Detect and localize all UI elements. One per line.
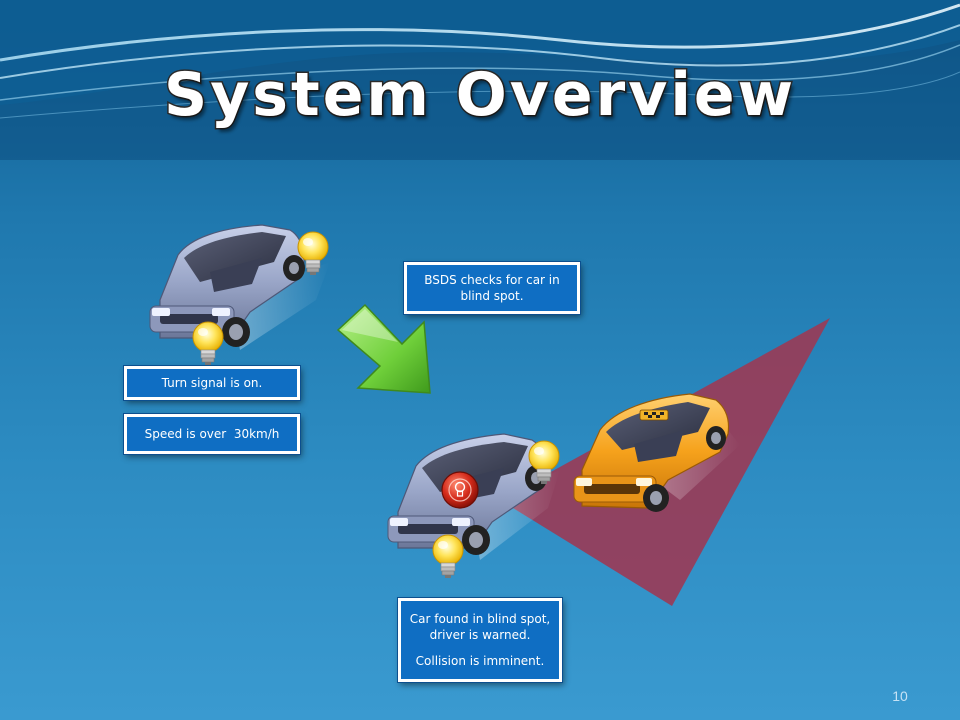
page-number: 10 xyxy=(892,688,908,704)
slide-title: System Overview xyxy=(162,59,797,132)
turn-signal-text: Turn signal is on. xyxy=(161,376,263,390)
collision-text: Collision is imminent. xyxy=(415,654,545,668)
header-waves xyxy=(0,0,960,160)
car-icon xyxy=(149,224,330,350)
lightbulb-icon xyxy=(192,321,224,366)
warning-light-icon xyxy=(441,471,479,509)
car-found-text: Car found in blind spot, driver is warne… xyxy=(409,612,551,642)
speed-text: Speed is over 30km/h xyxy=(144,427,280,441)
bsds-check-text: BSDS checks for car in blind spot. xyxy=(424,273,560,303)
car-found-callout: Car found in blind spot, driver is warne… xyxy=(398,598,562,682)
speed-callout: Speed is over 30km/h xyxy=(124,414,300,454)
lightbulb-icon xyxy=(432,534,464,579)
taxi-icon xyxy=(573,393,740,512)
bsds-check-callout: BSDS checks for car in blind spot. xyxy=(404,262,580,314)
arrow-icon xyxy=(336,303,431,394)
turn-signal-callout: Turn signal is on. xyxy=(124,366,300,400)
